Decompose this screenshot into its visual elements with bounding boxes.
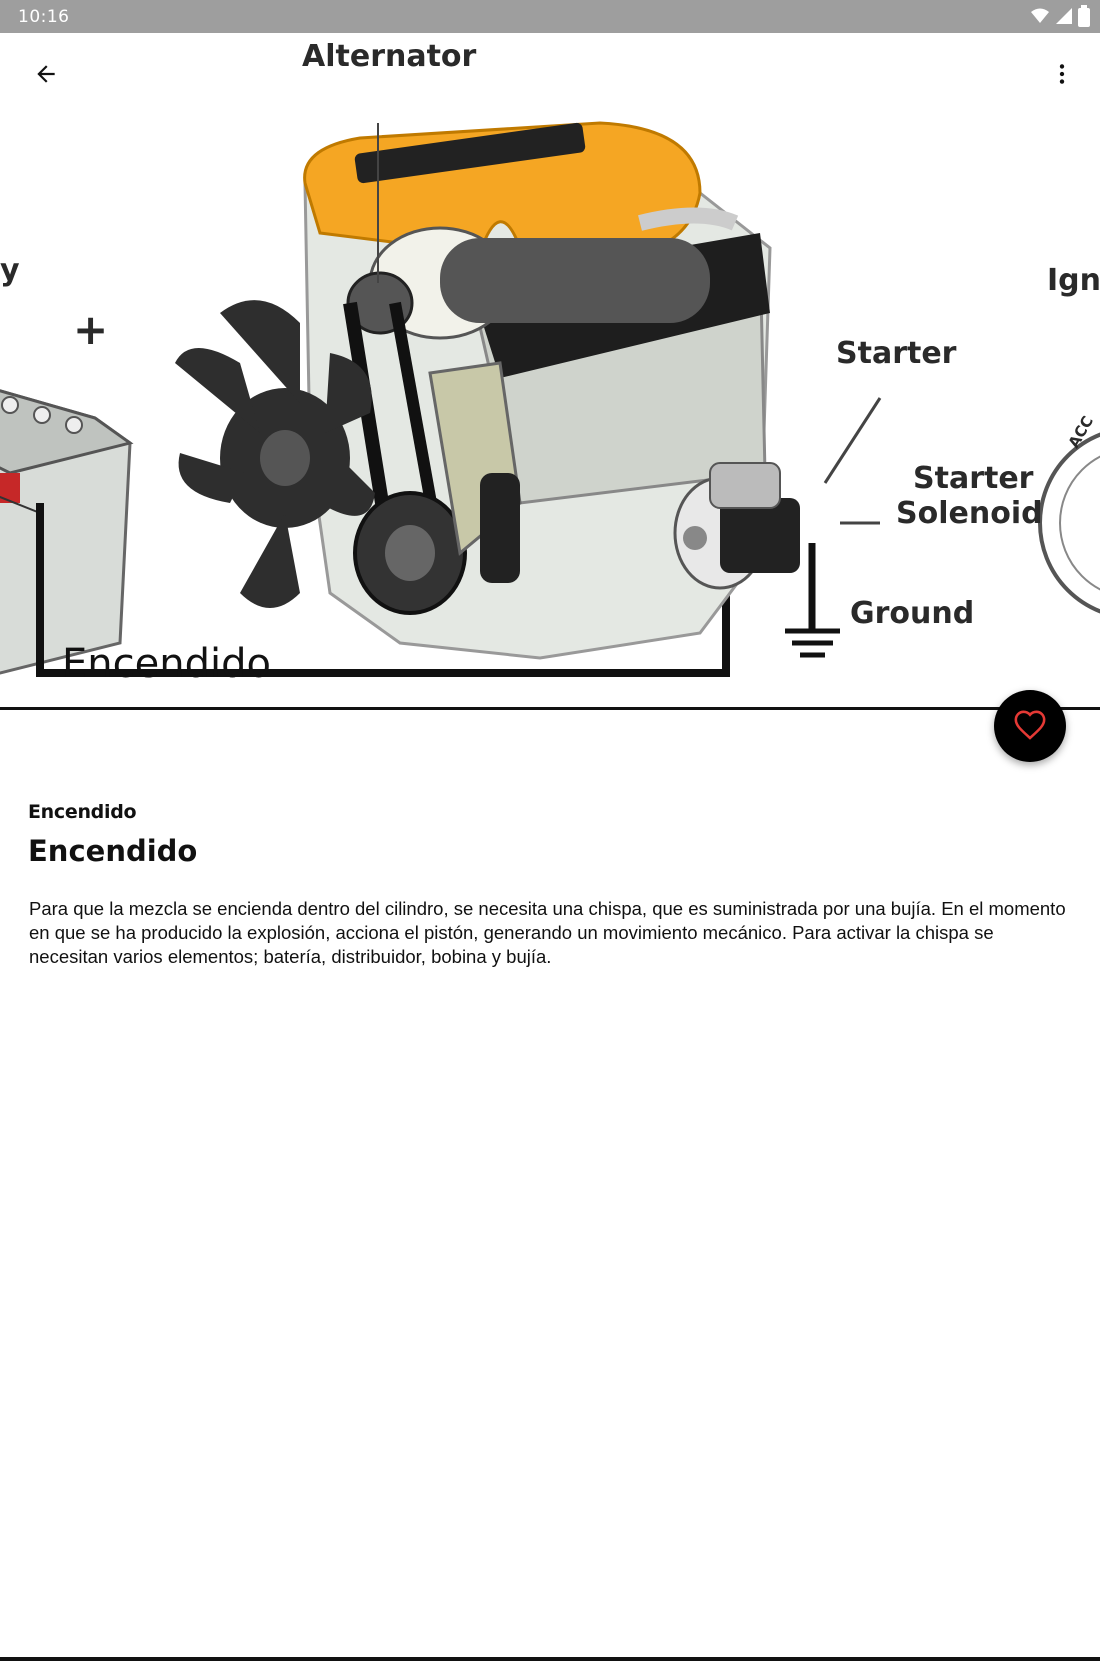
- article-body: Para que la mezcla se encienda dentro de…: [29, 898, 1066, 967]
- more-options-button[interactable]: [1036, 48, 1088, 100]
- article-subtitle: Encendido: [28, 801, 137, 823]
- ground-label: Ground: [850, 596, 975, 631]
- fan-illustration: [175, 300, 375, 608]
- hero-divider: [0, 707, 1100, 710]
- status-time: 10:16: [18, 7, 70, 27]
- ignition-label-partial: Igni: [1047, 263, 1100, 298]
- starter-solenoid-label-line1: Starter: [913, 461, 1034, 496]
- starter-illustration: [673, 462, 800, 590]
- plus-sign-label: +: [73, 305, 109, 354]
- arrow-back-icon: [37, 65, 55, 83]
- starter-solenoid-label-line2: Solenoid: [896, 496, 1043, 531]
- hero-caption: Encendido: [62, 641, 271, 687]
- bottom-edge: [0, 1657, 1100, 1661]
- engine-diagram: [0, 121, 1100, 677]
- hero-image: Alternator Starter Starter Solenoid Grou…: [0, 33, 1100, 710]
- battery-illustration: [0, 389, 134, 675]
- ignition-switch-illustration: [1038, 432, 1100, 614]
- article-title: Encendido: [28, 834, 198, 868]
- battery-icon: [1078, 5, 1090, 27]
- back-button[interactable]: [20, 48, 72, 100]
- starter-label: Starter: [836, 336, 957, 371]
- status-icons: [1030, 5, 1090, 27]
- ground-symbol: [785, 543, 840, 658]
- signal-icon: [1056, 8, 1072, 24]
- more-vert-icon: [1059, 64, 1065, 84]
- heart-outline-icon: [1014, 710, 1046, 740]
- alternator-label: Alternator: [302, 39, 477, 74]
- status-bar: 10:16: [0, 0, 1100, 33]
- wifi-icon: [1031, 8, 1049, 23]
- favorite-button[interactable]: [994, 690, 1066, 762]
- battery-label-partial: y: [0, 253, 20, 288]
- alternator-illustration: [346, 226, 710, 340]
